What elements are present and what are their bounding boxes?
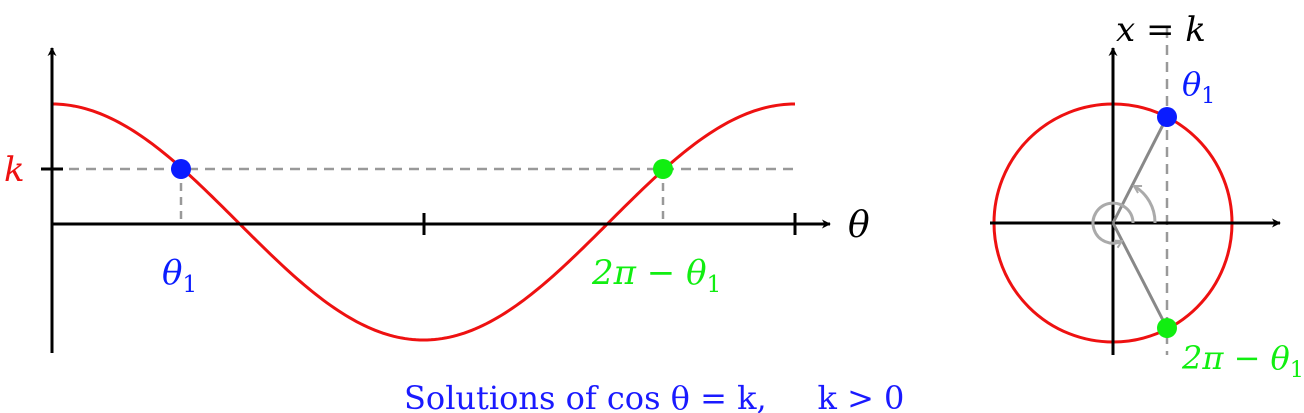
theta-axis-label: θ <box>848 205 870 246</box>
circle-theta1-point <box>1157 107 1177 127</box>
theta2-angle-arc <box>1091 201 1135 243</box>
radius-theta1 <box>1111 116 1169 224</box>
x-equals-k-label: x = k <box>1116 10 1206 50</box>
circle-theta2-label: 2π − θ1 <box>1181 339 1304 383</box>
k-label: k <box>4 150 25 190</box>
theta1-label-sub: 1 <box>182 272 197 298</box>
theta2-label-main: 2π − θ <box>591 253 707 293</box>
radius-theta2 <box>1111 222 1169 329</box>
theta1-label-main: θ <box>162 253 182 293</box>
theta1-angle-arc <box>1134 184 1157 224</box>
caption: Solutions of cos θ = k, k > 0 <box>404 379 904 413</box>
cosine-graph: θ k θ1 2π − θ1 <box>4 47 870 353</box>
circle-theta1-sub: 1 <box>1201 84 1215 109</box>
theta1-point <box>171 159 191 179</box>
circle-theta2-sub: 1 <box>1290 358 1304 383</box>
theta1-label: θ1 <box>162 253 197 298</box>
circle-theta1-main: θ <box>1182 65 1201 103</box>
theta2-label: 2π − θ1 <box>591 253 721 298</box>
circle-theta1-label: θ1 <box>1182 65 1215 109</box>
theta2-point <box>653 159 673 179</box>
circle-theta2-point <box>1157 318 1177 338</box>
unit-circle-diagram: x = k θ1 2π − θ1 <box>990 10 1304 383</box>
theta2-label-sub: 1 <box>707 272 722 298</box>
circle-theta2-main: 2π − θ <box>1181 339 1290 377</box>
